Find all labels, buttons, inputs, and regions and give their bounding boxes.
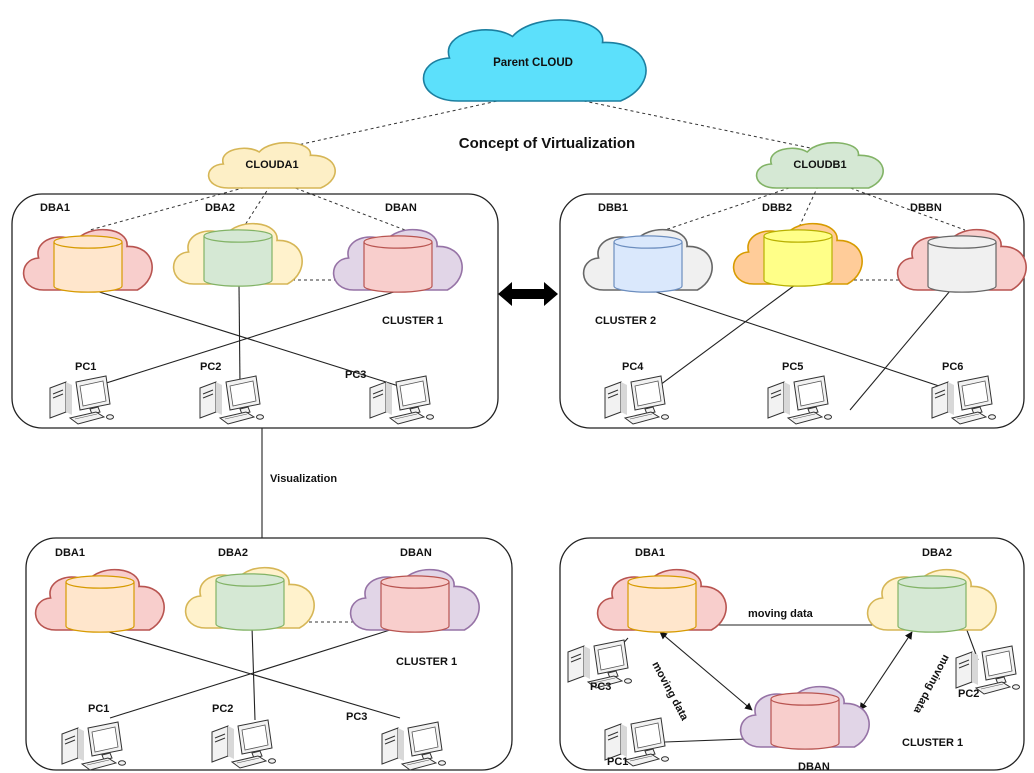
visualization-label: Visualization	[270, 473, 337, 485]
clouda1-icon	[207, 141, 336, 189]
cluster1-dban-database-icon	[363, 235, 433, 293]
pc-icon	[931, 375, 996, 425]
cluster1-dba2-database-icon	[203, 229, 273, 287]
bottom-right-cluster-box	[559, 537, 1025, 771]
cluster2-dbb1-database-icon	[613, 235, 683, 293]
cluster2-db-label: DBB2	[762, 202, 792, 214]
cluster1-pc-label: PC3	[345, 369, 366, 381]
cluster1-pc-label: PC1	[75, 361, 96, 373]
bottom-right-db-label: DBAN	[798, 761, 830, 773]
bottom-left-dba1-database-icon	[65, 575, 135, 633]
bottom-right-db-label: DBA2	[922, 547, 952, 559]
cluster2-db-label: DBBN	[910, 202, 942, 214]
cluster1-label: CLUSTER 1	[382, 315, 443, 327]
bottom-right-pc-label: PC2	[958, 688, 979, 700]
cluster1-db-label: DBA2	[205, 202, 235, 214]
bottom-right-pc-label: PC3	[590, 681, 611, 693]
pc-icon	[767, 375, 832, 425]
pc-icon	[567, 639, 632, 689]
cluster1-pc-label: PC2	[200, 361, 221, 373]
pc-icon	[955, 645, 1020, 695]
pc-icon	[199, 375, 264, 425]
cluster1-box	[11, 193, 499, 429]
bottom-right-dban-database-icon	[770, 692, 840, 750]
cluster2-pc-label: PC4	[622, 361, 644, 373]
cluster2-pc-label: PC5	[782, 361, 803, 373]
cluster2-label: CLUSTER 2	[595, 315, 656, 327]
bottom-left-db-label: DBA1	[55, 547, 85, 559]
bottom-left-pc-label: PC1	[88, 703, 109, 715]
pc-icon	[604, 717, 669, 767]
bottom-right-dba1-database-icon	[627, 575, 697, 633]
bidirectional-arrow-icon	[498, 282, 558, 306]
bottom-right-dba2-database-icon	[897, 575, 967, 633]
cluster1-dba1-database-icon	[53, 235, 123, 293]
parent-cloud-icon	[422, 19, 647, 102]
connector-lines	[89, 95, 979, 743]
moving-data-label: moving data	[911, 653, 952, 717]
cluster2-pc-label: PC6	[942, 361, 963, 373]
clouda1-label: CLOUDA1	[245, 159, 298, 171]
parent-cloud-label: Parent CLOUD	[493, 57, 573, 69]
bottom-right-pc-label: PC1	[607, 756, 628, 768]
cloudb1-label: CLOUDB1	[793, 159, 846, 171]
bottom-right-db-label: DBA1	[635, 547, 665, 559]
bottom-right-cluster-label: CLUSTER 1	[902, 737, 963, 749]
pc-icon	[381, 721, 446, 771]
bottom-left-dba2-database-icon	[215, 573, 285, 631]
pc-icon	[49, 375, 114, 425]
bottom-left-pc-label: PC2	[212, 703, 233, 715]
pc-icon	[369, 375, 434, 425]
bottom-left-cluster-box	[25, 537, 513, 771]
cluster2-dbbn-database-icon	[927, 235, 997, 293]
bottom-left-cluster-label: CLUSTER 1	[396, 656, 457, 668]
cluster2-box	[559, 193, 1025, 429]
moving-data-label: moving data	[649, 660, 690, 724]
bottom-left-dban-database-icon	[380, 575, 450, 633]
cluster2-db-label: DBB1	[598, 202, 628, 214]
cluster1-db-label: DBAN	[385, 202, 417, 214]
pc-icon	[211, 719, 276, 769]
pc-icon	[61, 721, 126, 771]
concept-label: Concept of Virtualization	[459, 135, 635, 152]
bottom-left-db-label: DBAN	[400, 547, 432, 559]
cloudb1-icon	[755, 141, 884, 189]
bottom-left-pc-label: PC3	[346, 711, 367, 723]
bottom-left-db-label: DBA2	[218, 547, 248, 559]
moving-data-label: moving data	[748, 608, 814, 620]
cluster2-dbb2-database-icon	[763, 229, 833, 287]
pc-icon	[604, 375, 669, 425]
cluster1-db-label: DBA1	[40, 202, 70, 214]
